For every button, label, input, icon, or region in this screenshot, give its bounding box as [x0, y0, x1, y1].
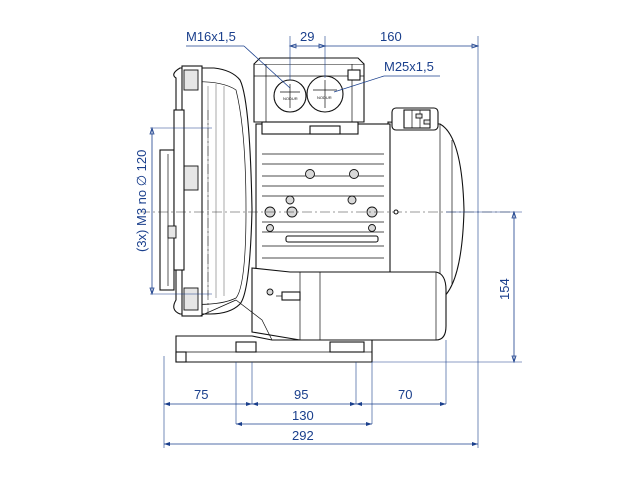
dimension-annotations: 29 160 M16x1,5 M25x1,5 (3x) M3 no ∅ — [134, 29, 522, 448]
leader-m16: M16x1,5 — [186, 29, 291, 89]
cooling-fins — [262, 153, 384, 259]
thread-m16-label: M16x1,5 — [186, 29, 236, 44]
cable-entry-m25: NODUR — [306, 75, 344, 113]
leader-m25: M25x1,5 — [333, 59, 440, 93]
dim-bolt-circle: (3x) M3 no ∅ 120 — [134, 126, 212, 296]
dim-29-label: 29 — [300, 29, 314, 44]
dim-29: 29 — [288, 29, 327, 49]
dim-row-3: 292 — [164, 428, 478, 446]
dim-70-label: 70 — [398, 387, 412, 402]
dim-row-2: 130 — [236, 408, 372, 426]
side-channel-blower: NODUR NODUR — [140, 57, 514, 363]
svg-text:NODUR: NODUR — [283, 96, 298, 101]
svg-text:NODUR: NODUR — [317, 95, 332, 100]
base-foot — [175, 335, 373, 363]
dim-75-label: 75 — [194, 387, 208, 402]
thread-m25-label: M25x1,5 — [384, 59, 434, 74]
dim-154: 154 — [372, 210, 522, 364]
terminal-box: NODUR NODUR — [253, 57, 365, 135]
motor-housing — [255, 123, 391, 275]
dim-95-label: 95 — [294, 387, 308, 402]
outlet-flange — [199, 267, 447, 341]
cable-entry-m16: NODUR — [273, 79, 307, 113]
dim-154-label: 154 — [497, 278, 512, 300]
dim-292-label: 292 — [292, 428, 314, 443]
dim-160: 160 — [325, 29, 480, 49]
dim-row-1: 75 95 70 — [164, 387, 446, 406]
dim-160-label: 160 — [380, 29, 402, 44]
bolt-circle-label: (3x) M3 no ∅ 120 — [134, 150, 149, 252]
impeller-housing — [159, 65, 253, 317]
cable-gland — [391, 107, 439, 131]
dim-130-label: 130 — [292, 408, 314, 423]
